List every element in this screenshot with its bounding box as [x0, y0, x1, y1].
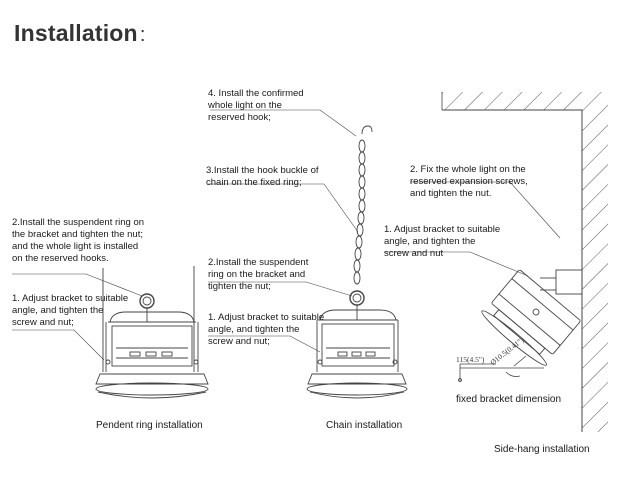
sidehang-note-fix: 2. Fix the whole light on the reserved e…	[410, 164, 528, 199]
title-text: Installation	[14, 20, 138, 46]
chain-note-bracket: 1. Adjust bracket to suitable angle, and…	[208, 312, 325, 347]
pendent-note-bracket: 1. Adjust bracket to suitable angle, and…	[12, 293, 129, 328]
pendent-caption: Pendent ring installation	[96, 420, 203, 431]
chain-caption: Chain installation	[326, 420, 403, 431]
chain-note-ring: 2.Install the suspendent ring on the bra…	[208, 257, 309, 292]
chain-note-buckle: 3.Install the hook buckle of chain on th…	[206, 165, 319, 188]
chain-leaders	[208, 109, 359, 353]
fixed-bracket-dimension	[458, 355, 544, 382]
sidehang-caption: Side-hang installation	[494, 444, 590, 455]
wall	[441, 92, 608, 432]
sidehang-note-bracket: 1. Adjust bracket to suitable angle, and…	[384, 224, 501, 259]
chain-note-hook: 4. Install the confirmed whole light on …	[208, 88, 304, 123]
page-title: Installation:	[14, 20, 146, 47]
bracket-dim-length: 115(4.5")	[456, 355, 485, 364]
side-hang-light	[481, 269, 583, 366]
title-colon: :	[139, 24, 146, 46]
bracket-dim-caption: fixed bracket dimension	[456, 394, 562, 405]
pendent-light	[95, 266, 209, 399]
chain-assembly	[306, 125, 408, 399]
pendent-note-ring: 2.Install the suspendent ring on the bra…	[12, 217, 145, 264]
pendent-leaders	[12, 273, 143, 361]
sidehang-leaders	[384, 181, 561, 277]
